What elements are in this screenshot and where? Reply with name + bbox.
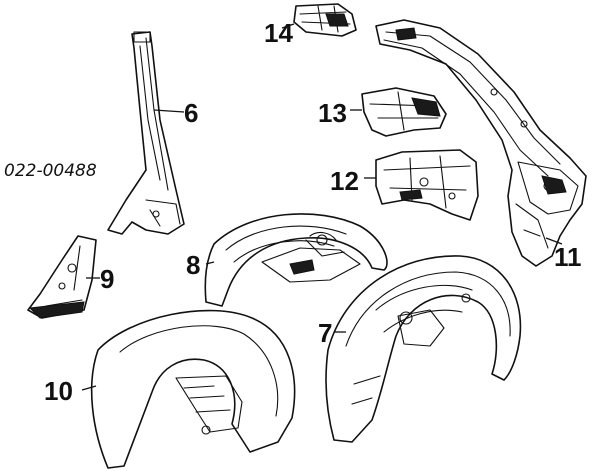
leader-11 <box>545 237 563 245</box>
leader-6 <box>153 109 185 113</box>
part-13 <box>361 87 447 137</box>
callout-14: 14 <box>264 18 293 48</box>
part-10 <box>90 309 296 469</box>
leader-8 <box>205 261 215 265</box>
part-11 <box>375 19 587 267</box>
callout-6: 6 <box>184 98 198 128</box>
callout-10: 10 <box>44 376 73 406</box>
callout-9: 9 <box>100 264 114 294</box>
leader-10 <box>81 385 97 391</box>
callout-7: 7 <box>318 318 332 348</box>
callout-8: 8 <box>186 250 200 280</box>
reference-code: 022-00488 <box>4 161 97 181</box>
part-6 <box>107 31 185 235</box>
part-9 <box>27 235 97 319</box>
part-14 <box>293 3 357 37</box>
part-8 <box>204 213 388 307</box>
callout-12: 12 <box>330 166 359 196</box>
part-12 <box>375 149 479 221</box>
leader-14 <box>281 23 295 29</box>
callout-13: 13 <box>318 98 347 128</box>
part-7 <box>325 255 522 443</box>
callout-11: 11 <box>554 242 582 272</box>
